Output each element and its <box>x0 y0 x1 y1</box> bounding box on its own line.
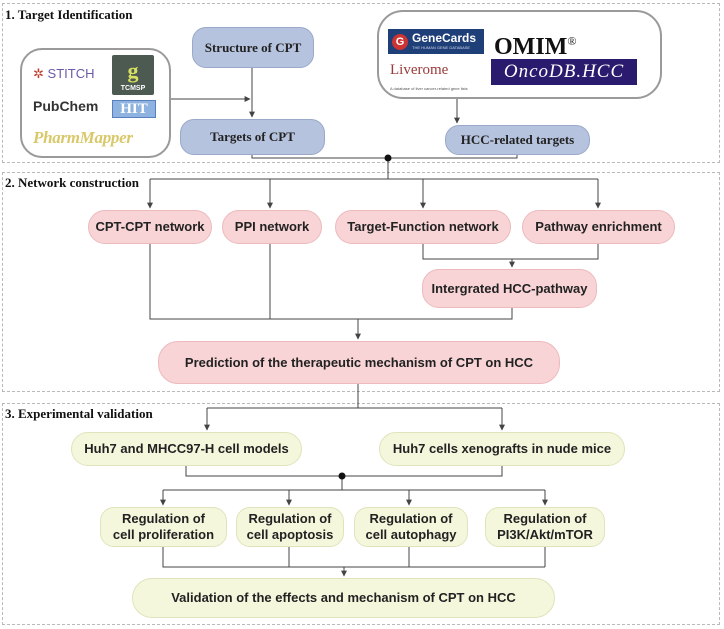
regulation-cell-autophagy-node: Regulation of cell autophagy <box>354 507 468 547</box>
integrated-hcc-pathway-node: Intergrated HCC-pathway <box>422 269 597 308</box>
xenografts-node: Huh7 cells xenografts in nude mice <box>379 432 625 466</box>
regulation-pi3k-akt-mtor-node: Regulation of PI3K/Akt/mTOR <box>485 507 605 547</box>
omim-logo: OMIM® <box>494 34 577 60</box>
regulation-cell-apoptosis-node: Regulation of cell apoptosis <box>236 507 344 547</box>
section-experimental-validation <box>2 403 720 625</box>
pharmmapper-logo: PharmMapper <box>33 128 133 147</box>
hit-logo: HIT <box>112 100 156 118</box>
prediction-node: Prediction of the therapeutic mechanism … <box>158 341 560 384</box>
structure-of-cpt-node: Structure of CPT <box>192 27 314 68</box>
regulation-cell-proliferation-node: Regulation of cell proliferation <box>100 507 227 547</box>
genecards-logo: G GeneCards THE HUMAN GENE DATABASE <box>388 29 484 54</box>
ppi-network-node: PPI network <box>222 210 322 244</box>
section-title-experimental-validation: 3. Experimental validation <box>5 406 153 421</box>
pathway-enrichment-node: Pathway enrichment <box>522 210 675 244</box>
section-title-network-construction: 2. Network construction <box>5 175 139 190</box>
cell-models-node: Huh7 and MHCC97-H cell models <box>71 432 302 466</box>
section-title-target-identification: 1. Target Identification <box>5 7 133 22</box>
liverome-logo: Liverome A database of liver cancer-rela… <box>390 62 468 91</box>
targets-of-cpt-node: Targets of CPT <box>180 119 325 155</box>
section-target-identification <box>2 3 720 163</box>
stitch-logo: ✲ STITCH <box>33 66 95 81</box>
oncodb-hcc-logo: OncoDB.HCC <box>491 59 637 85</box>
tcmsp-logo: g TCMSP <box>112 55 154 95</box>
cpt-cpt-network-node: CPT-CPT network <box>88 210 212 244</box>
pubchem-logo: PubChem <box>33 98 99 114</box>
target-function-network-node: Target-Function network <box>335 210 511 244</box>
tcmsp-icon: g <box>127 58 139 83</box>
hcc-related-targets-node: HCC-related targets <box>445 125 590 155</box>
stitch-icon: ✲ <box>33 66 44 81</box>
genecards-icon: G <box>392 33 408 50</box>
final-validation-node: Validation of the effects and mechanism … <box>132 578 555 618</box>
section-network-construction <box>2 172 720 392</box>
